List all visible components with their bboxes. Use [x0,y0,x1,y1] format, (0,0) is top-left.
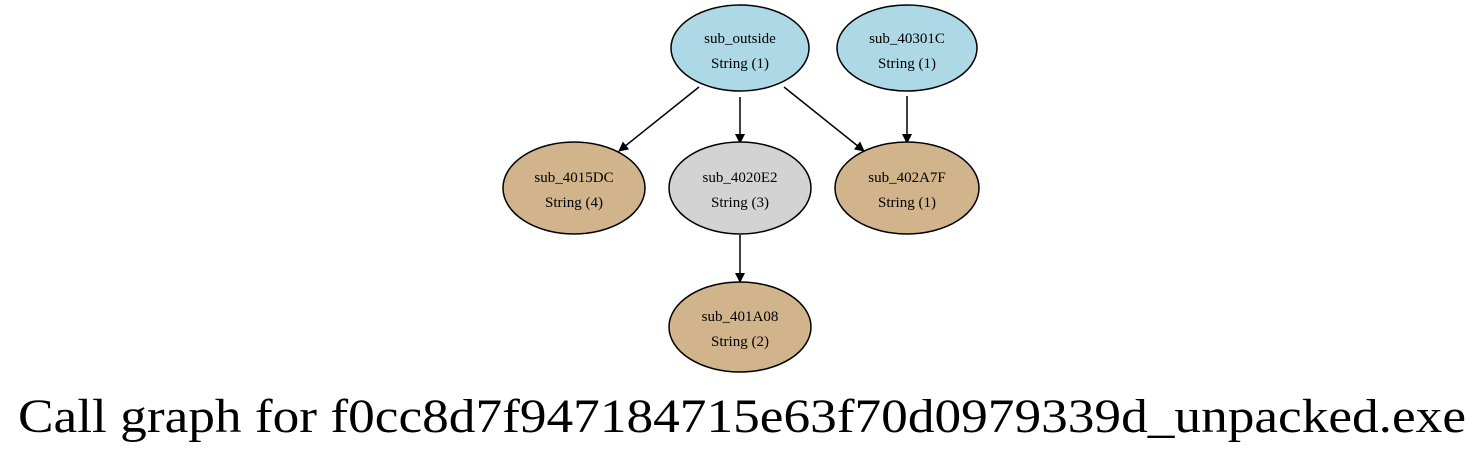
edge-sub_outside-sub_4015DC [618,86,700,152]
node-ellipse [834,141,980,235]
node-name: sub_4020E2 [703,170,778,186]
node-name: sub_4015DC [534,170,613,186]
edge-sub_outside-sub_402A7F [783,86,865,152]
node-detail: String (2) [711,334,769,350]
node-detail: String (1) [878,195,936,211]
node-ellipse [836,4,978,92]
node-ellipse [670,4,810,92]
node-name: sub_outside [704,31,776,47]
node-name: sub_40301C [869,31,945,47]
node-detail: String (1) [878,56,936,72]
node-ellipse [502,141,646,235]
node-detail: String (1) [711,56,769,72]
node-name: sub_402A7F [868,170,946,186]
node-sub_outside[interactable]: sub_outside String (1) [670,4,810,92]
node-detail: String (3) [711,195,769,211]
node-sub_401A08[interactable]: sub_401A08 String (2) [668,281,812,373]
node-sub_40301C[interactable]: sub_40301C String (1) [836,4,978,92]
node-name: sub_401A08 [702,309,779,325]
node-ellipse [668,281,812,373]
node-sub_4020E2[interactable]: sub_4020E2 String (3) [668,141,812,235]
graph-title: Call graph for f0cc8d7f947184715e63f70d0… [18,390,1466,443]
edges [618,86,912,283]
node-ellipse [668,141,812,235]
node-sub_402A7F[interactable]: sub_402A7F String (1) [834,141,980,235]
node-detail: String (4) [545,195,603,211]
node-sub_4015DC[interactable]: sub_4015DC String (4) [502,141,646,235]
